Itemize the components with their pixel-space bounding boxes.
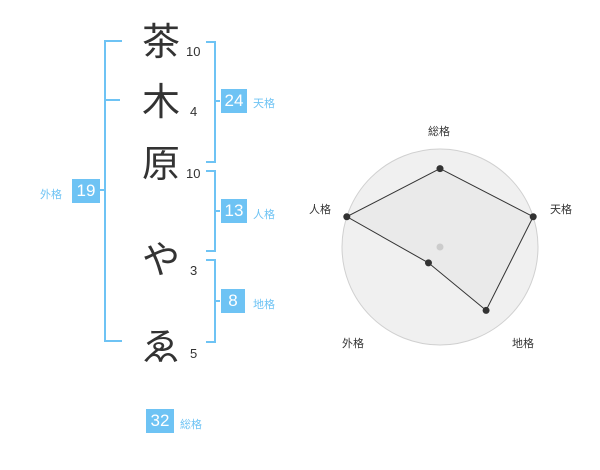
name-char-1: 茶 xyxy=(141,20,180,64)
name-char-4: や xyxy=(141,238,180,282)
radar-axis-label-jin: 人格 xyxy=(309,203,331,216)
stroke-count-5: 5 xyxy=(190,346,198,361)
gai-bracket-outer-tick xyxy=(98,189,104,191)
name-char-5: ゑ xyxy=(141,325,180,369)
ten-bracket xyxy=(206,41,216,163)
name-char-3: 原 xyxy=(141,142,180,186)
jin-label: 人格 xyxy=(253,208,275,221)
ten-label: 天格 xyxy=(253,97,275,110)
chi-value-box: 8 xyxy=(221,289,245,313)
radar-axis-label-gai: 外格 xyxy=(342,337,364,350)
radar-series-polygon xyxy=(345,168,534,312)
radar-point xyxy=(436,165,444,173)
stroke-count-2: 4 xyxy=(190,104,198,119)
radar-axis-label-chi: 地格 xyxy=(512,337,534,350)
chi-label: 地格 xyxy=(253,298,275,311)
name-char-2: 木 xyxy=(141,80,180,124)
ten-bracket-tick xyxy=(214,100,220,102)
radar-center-dot xyxy=(436,243,444,251)
radar-axis-label-so: 総格 xyxy=(428,125,450,138)
radar-point xyxy=(424,259,432,267)
radar-point xyxy=(482,306,490,314)
stroke-count-3: 10 xyxy=(186,166,201,181)
stroke-count-1: 10 xyxy=(186,44,201,59)
so-label: 総格 xyxy=(180,418,202,431)
radar-point xyxy=(529,213,537,221)
stroke-count-4: 3 xyxy=(190,263,198,278)
gai-value-box: 19 xyxy=(72,179,100,203)
jin-bracket-tick xyxy=(214,210,220,212)
radar-point xyxy=(343,213,351,221)
chi-bracket-tick xyxy=(214,300,220,302)
gai-bracket xyxy=(104,40,122,342)
so-value-box: 32 xyxy=(146,409,174,433)
gai-label: 外格 xyxy=(40,188,62,201)
jin-value-box: 13 xyxy=(221,199,247,223)
radar-axis-label-ten: 天格 xyxy=(550,203,572,216)
ten-value-box: 24 xyxy=(221,89,247,113)
gai-bracket-mid-tick xyxy=(106,99,120,101)
